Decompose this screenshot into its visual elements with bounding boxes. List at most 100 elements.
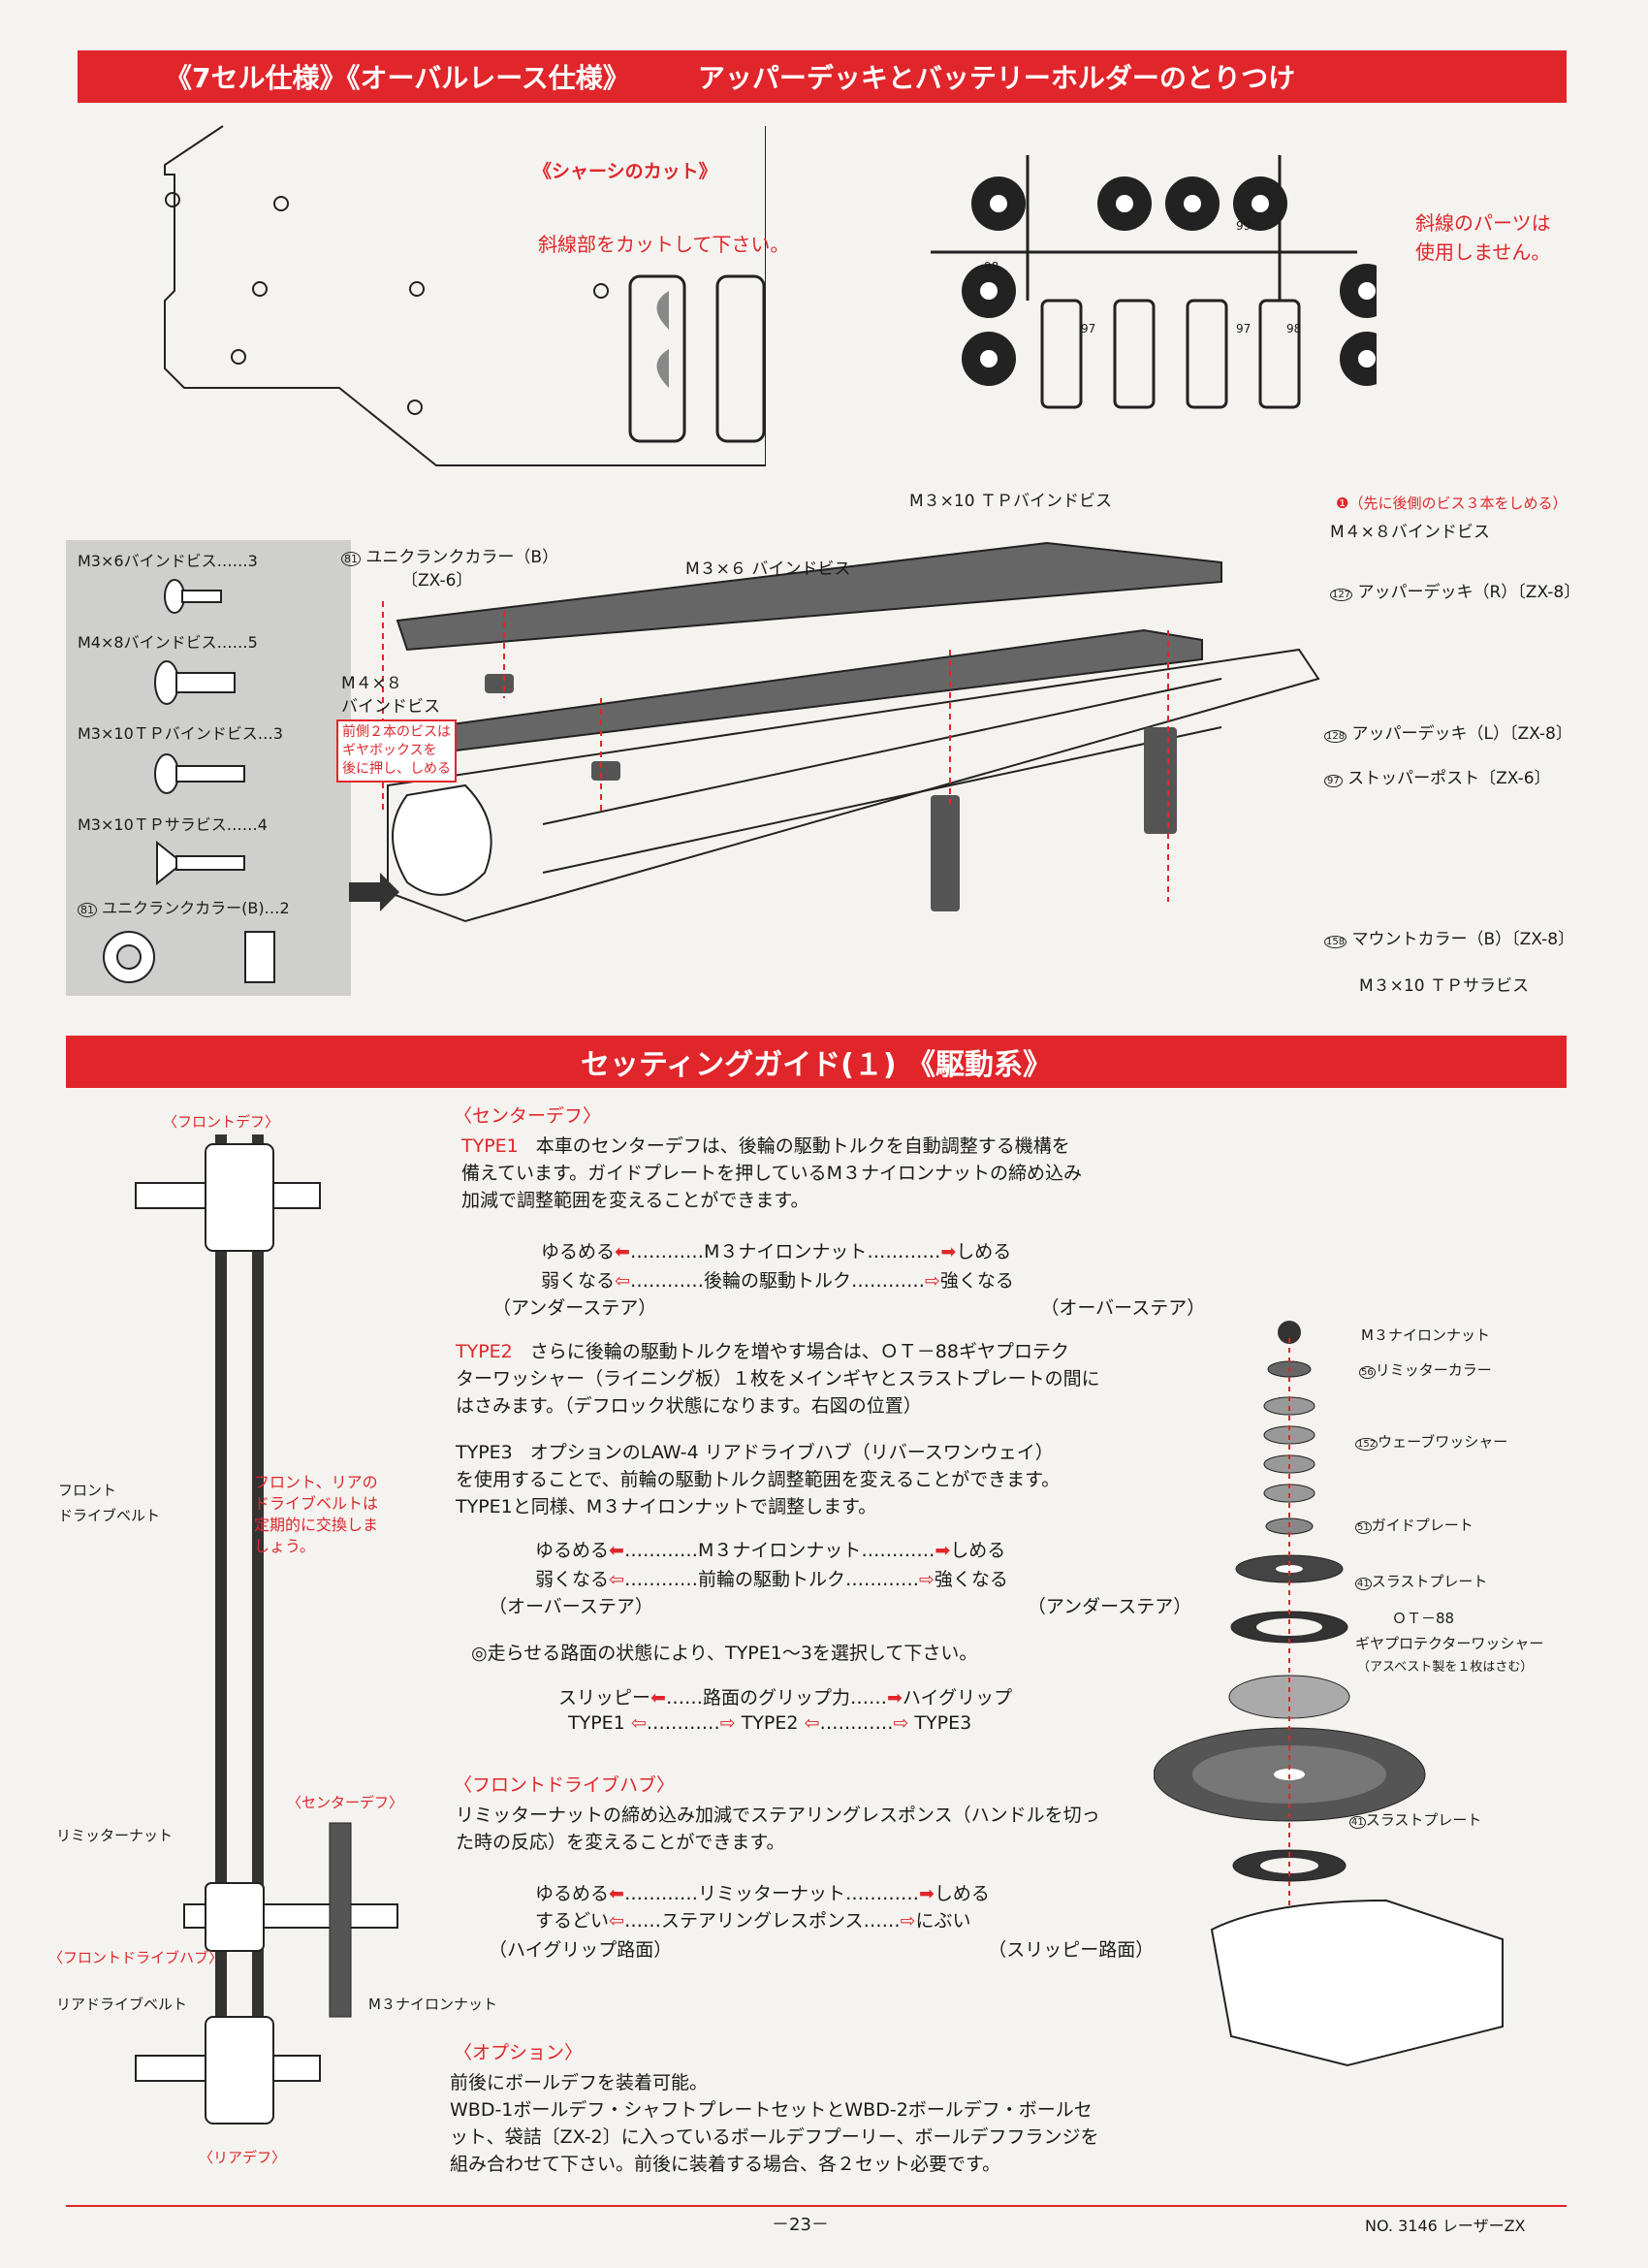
option-text-line: 組み合わせて下さい。前後に装着する場合、各２セット必要です。 — [450, 2154, 1001, 2175]
chassis-cut-title: 《シャーシのカット》 — [533, 161, 717, 182]
type3-text-line: を使用することで、前輪の駆動トルク調整範囲を変えることができます。 — [456, 1469, 1061, 1490]
red-arrow-right-icon: ➡ — [940, 1241, 957, 1262]
front-hub-heading: 〈フロントドライブハブ〉 — [454, 1774, 676, 1796]
type1-label: TYPE1 — [461, 1135, 519, 1157]
diagram-front-diff: 〈フロントデフ〉 — [163, 1113, 280, 1131]
sprue-label-97-left: 97 — [1081, 322, 1096, 335]
sprue-label-98-left: 98 — [984, 260, 999, 273]
diagram-limiter-nut: リミッターナット — [56, 1827, 174, 1844]
type1-text-line: 本車のセンターデフは、後輪の駆動トルクを自動調整する機構を — [535, 1135, 1070, 1157]
diagram-rear-diff: 〈リアデフ〉 — [199, 2149, 287, 2166]
label-m4x8-left-2: バインドビス — [341, 697, 440, 717]
adjust-row: （アンダーステア） （オーバーステア） — [492, 1294, 1205, 1320]
belt-note-line: しょう。 — [254, 1537, 316, 1555]
adjust-right: 強くなる — [939, 1270, 1014, 1292]
adjust-mid: M３ナイロンナット — [697, 1540, 862, 1561]
center-diff-heading: 〈センターデフ〉 — [454, 1105, 602, 1127]
front-screw-note-line: ギヤボックスを — [342, 743, 437, 758]
belt-note-line: ドライブベルトは — [254, 1494, 379, 1513]
exploded-ot88: ＯＴ－88 — [1392, 1610, 1455, 1627]
label-tighten-rear-first-text: （先に後側のビス３本をしめる） — [1348, 495, 1568, 512]
red-arrow-right-icon: ➡ — [886, 1687, 903, 1709]
type-c: TYPE3 — [914, 1712, 972, 1734]
label-mount-collar-text: マウントカラー（B）〔ZX-8〕 — [1351, 930, 1575, 949]
outline-arrow-right-icon: ⇨ — [719, 1712, 736, 1734]
footer-rule — [66, 2205, 1567, 2207]
front-hub-text-line: リミッターナットの締め込み加減でステアリングレスポンス（ハンドルを切っ — [456, 1805, 1100, 1826]
outline-arrow-right-icon: ⇨ — [918, 1569, 935, 1590]
select-type-note: ◎走らせる路面の状態により、TYPE1～3を選択して下さい。 — [471, 1643, 978, 1664]
adjust-mid: リミッターナット — [697, 1883, 845, 1904]
part-m3x10-tp-bind: M3×10ＴＰバインドビス…3 — [78, 724, 283, 743]
diagram-rear-belt: リアドライブベルト — [56, 1996, 188, 2013]
label-upper-deck-r: 127 アッパーデッキ（R）〔ZX-8〕 — [1330, 578, 1580, 602]
part-number-158: 158 — [1324, 936, 1347, 948]
section-banner-setting: セッティングガイド(１) 《駆動系》 — [66, 1036, 1567, 1088]
front-hub-text-line: た時の反応）を変えることができます。 — [456, 1832, 785, 1853]
setting-banner-title: セッティングガイド(１) 《駆動系》 — [580, 1048, 1053, 1082]
type3-text-line: TYPE1と同様、M３ナイロンナットで調整します。 — [456, 1496, 877, 1517]
product-number: NO. 3146 レーザーZX — [1365, 2217, 1526, 2235]
adjust-right: （オーバーステア） — [1040, 1297, 1206, 1319]
sprue-label-99: 99 — [1236, 219, 1252, 233]
part-number-152: 152 — [1355, 1438, 1379, 1451]
chassis-cut-instruction: 斜線部をカットして下さい。 — [538, 233, 790, 256]
diagram-front-belt-2: ドライブベルト — [58, 1507, 161, 1524]
screw-icon — [164, 579, 222, 614]
adjust-row: するどい⇦……ステアリングレスポンス……⇨にぶい — [535, 1910, 971, 1932]
label-m4x8-left-1: M４×８ — [341, 674, 402, 693]
adjust-row: 弱くなる⇦…………後輪の駆動トルク…………⇨強くなる — [541, 1270, 1014, 1292]
type2-text-line: ターワッシャー（ライニング板）１枚をメインギヤとスラストプレートの間に — [456, 1368, 1100, 1390]
adjust-right: 強くなる — [934, 1569, 1008, 1590]
exploded-asbestos-note: （アスベスト製を１枚はさむ） — [1357, 1660, 1534, 1675]
sprue-diagram — [931, 155, 1377, 409]
diagram-m3-nylon-nut: M３ナイロンナット — [368, 1996, 497, 2013]
part-m3x10-tp-sara: M3×10ＴＰサラビス……4 — [78, 815, 268, 834]
label-stopper-post-text: ストッパーポスト〔ZX-6〕 — [1347, 769, 1551, 788]
type1-text-line: 加減で調整範囲を変えることができます。 — [461, 1190, 809, 1211]
label-unicrank-collar: 81 ユニクランクカラー（B） — [341, 543, 558, 567]
adjust-mid: M３ナイロンナット — [703, 1241, 868, 1262]
belt-note-line: 定期的に交換しま — [254, 1516, 379, 1534]
part-number-41: 41 — [1349, 1816, 1366, 1829]
part-unicrank-label: ユニクランクカラー(B)…2 — [102, 899, 290, 917]
type3-label: TYPE3 — [456, 1442, 513, 1463]
adjust-right: （スリッピー路面） — [988, 1939, 1155, 1961]
label-unicrank-code: 〔ZX-6〕 — [401, 571, 473, 591]
adjust-left: （アンダーステア） — [492, 1297, 657, 1319]
type-a: TYPE1 — [568, 1712, 625, 1734]
label-m3x6-bind: M３×６ バインドビス — [685, 559, 851, 579]
adjust-mid: 後輪の駆動トルク — [703, 1270, 851, 1292]
belt-replace-note: フロント、リアの ドライブベルトは 定期的に交換しま しょう。 — [254, 1472, 378, 1557]
warning-icon: ❶ — [1336, 495, 1349, 512]
adjust-row: ゆるめる⬅…………M３ナイロンナット…………➡しめる — [535, 1540, 1006, 1561]
exploded-wave-washer-text: ウェーブワッシャー — [1378, 1433, 1508, 1451]
option-text-line: ット、袋詰〔ZX-2〕に入っているボールデフプーリー、ボールデフフランジを — [450, 2126, 1099, 2148]
option-text: 前後にボールデフを装着可能。 WBD-1ボールデフ・シャフトプレートセットとWB… — [450, 2069, 1206, 2178]
diagram-center-diff: 〈センターデフ〉 — [287, 1794, 404, 1811]
banner-title-right: アッパーデッキとバッテリーホルダーのとりつけ — [697, 62, 1296, 94]
front-screw-note-line: 前側２本のビスは — [342, 724, 451, 740]
option-text-line: WBD-1ボールデフ・シャフトプレートセットとWBD-2ボールデフ・ボールセ — [450, 2099, 1093, 2121]
adjust-row: ゆるめる⬅…………M３ナイロンナット…………➡しめる — [541, 1241, 1012, 1262]
label-m3x10-tp-sara: M３×10 ＴＰサラビス — [1359, 976, 1529, 996]
adjust-left: （ハイグリップ路面） — [489, 1939, 673, 1961]
part-m4x8-bind: M4×8バインドビス……5 — [78, 633, 258, 652]
part-number-127: 127 — [1330, 589, 1353, 601]
adjust-left: ゆるめる — [541, 1241, 616, 1262]
label-tighten-rear-first: ❶（先に後側のビス３本をしめる） — [1336, 493, 1567, 513]
screw-icon — [154, 660, 236, 705]
label-m3x10-tp-bind: M３×10 ＴＰバインドビス — [909, 492, 1112, 511]
outline-arrow-right-icon: ⇨ — [893, 1712, 909, 1734]
front-screw-note: 前側２本のビスは ギヤボックスを 後に押し、しめる — [336, 719, 457, 783]
adjust-row: ゆるめる⬅…………リミッターナット…………➡しめる — [535, 1883, 990, 1904]
adjust-right: にぶい — [915, 1910, 971, 1932]
red-arrow-right-icon: ➡ — [935, 1540, 951, 1561]
banner-title-left: 《7セル仕様》《オーバルレース仕様》 — [165, 62, 630, 94]
part-number-41: 41 — [1355, 1578, 1372, 1590]
red-arrow-left-icon: ⬅ — [609, 1540, 624, 1561]
